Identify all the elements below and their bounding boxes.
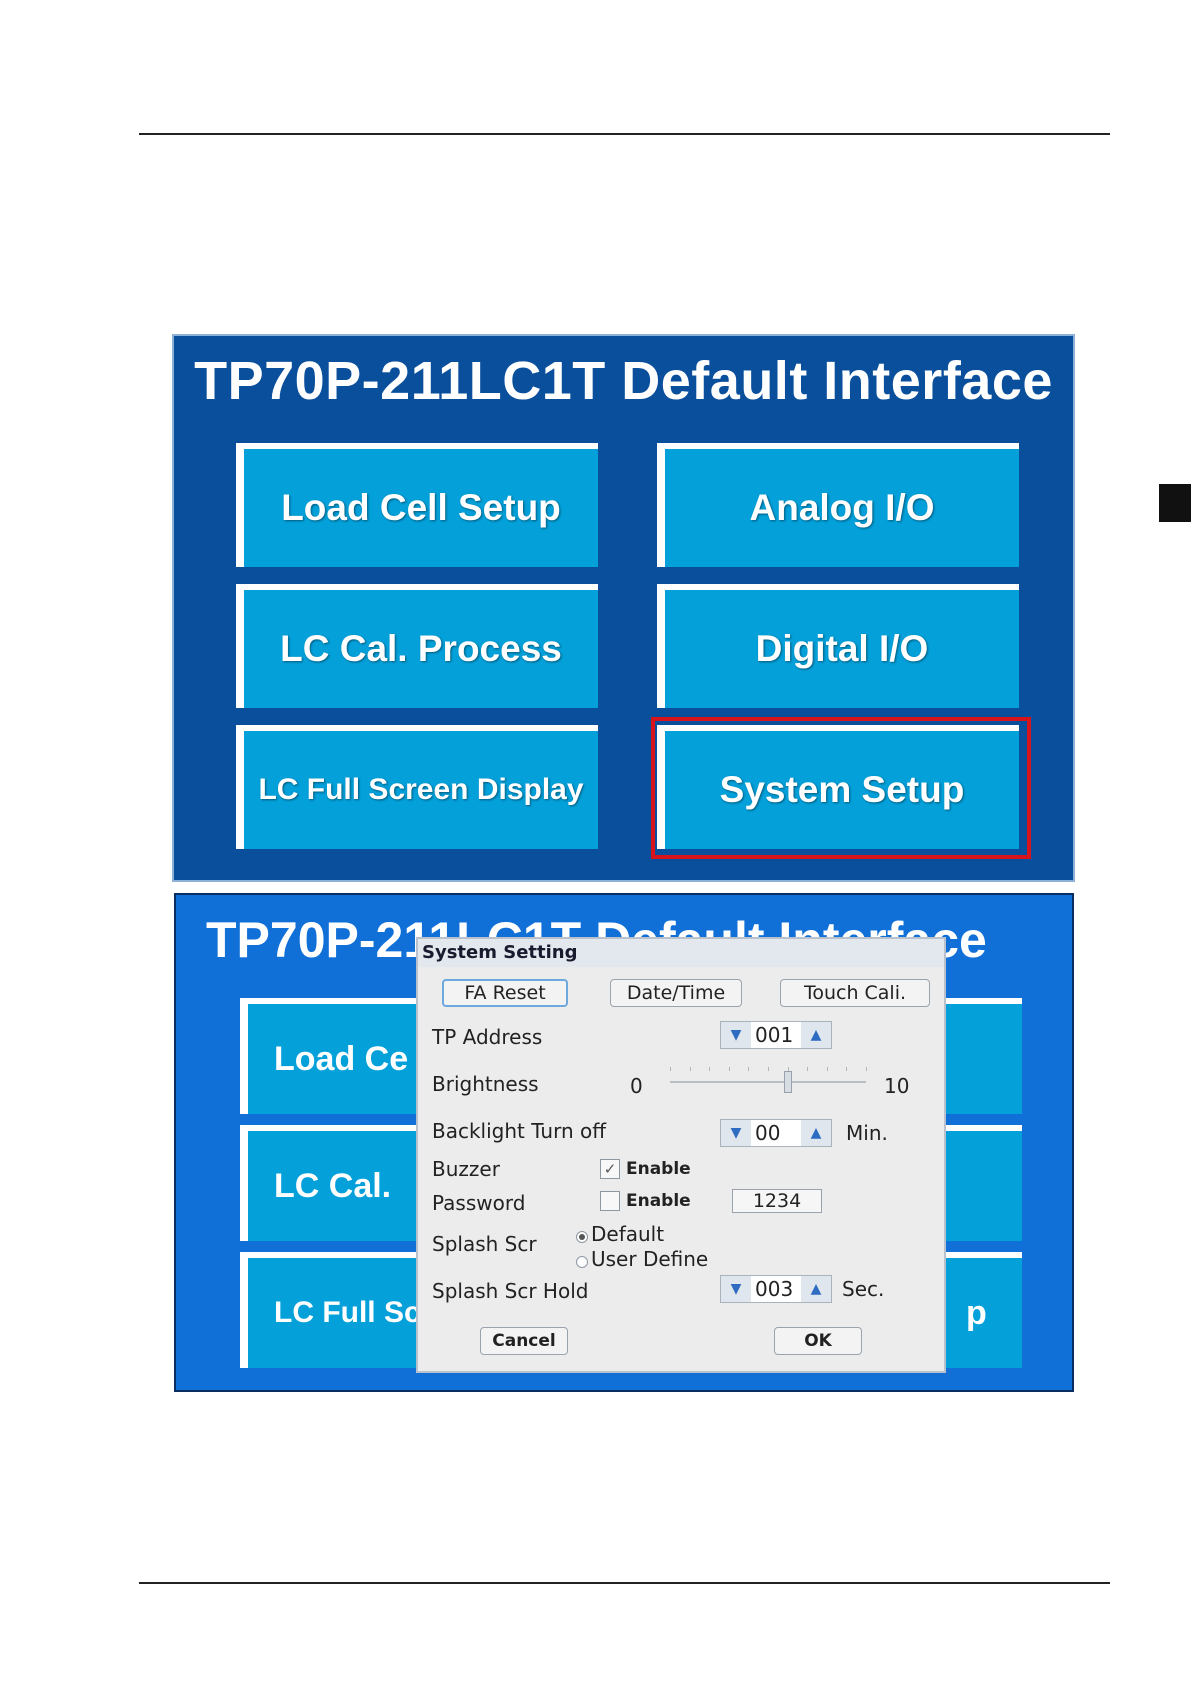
backlight-spinner[interactable]: ▼ 00 ▲: [720, 1119, 832, 1147]
splash-hold-label: Splash Scr Hold: [432, 1279, 589, 1303]
slider-thumb[interactable]: [783, 1071, 792, 1093]
button-label: Cancel: [492, 1331, 556, 1351]
slider-tick: [689, 1067, 691, 1071]
touch-cali-button[interactable]: Touch Cali.: [780, 979, 930, 1007]
button-label: LC Full Screen Display: [258, 773, 584, 806]
spinner-value: 003: [755, 1277, 794, 1301]
brightness-slider[interactable]: [670, 1061, 867, 1101]
thumb-tab-marker: [1159, 484, 1191, 522]
increment-icon[interactable]: ▲: [801, 1120, 831, 1146]
button-label: OK: [804, 1331, 832, 1351]
dialog-title: System Setting: [418, 939, 944, 967]
slider-tick: [709, 1067, 711, 1071]
slider-tick: [807, 1067, 809, 1071]
highlight-box: [651, 717, 1031, 859]
slider-tick: [787, 1067, 789, 1071]
button-label: Digital I/O: [755, 628, 929, 669]
password-field[interactable]: 1234: [732, 1189, 822, 1213]
button-label: LC Cal. Process: [280, 628, 562, 669]
buzzer-checkbox[interactable]: ✓: [600, 1159, 620, 1179]
button-label: Load Cell Setup: [281, 487, 561, 528]
backlight-unit: Min.: [846, 1121, 888, 1145]
buzzer-enable-label: Enable: [626, 1159, 691, 1179]
digital-io-button[interactable]: Digital I/O: [657, 584, 1019, 708]
slider-tick: [846, 1067, 848, 1071]
slider-track: [670, 1081, 866, 1083]
password-checkbox[interactable]: [600, 1191, 620, 1211]
splash-user-define-label: User Define: [591, 1247, 709, 1271]
date-time-button[interactable]: Date/Time: [610, 979, 742, 1007]
splash-scr-label: Splash Scr: [432, 1232, 537, 1256]
system-setting-dialog: System Setting FA Reset Date/Time Touch …: [416, 937, 946, 1373]
button-label: System Setup: [719, 769, 965, 810]
decrement-icon[interactable]: ▼: [721, 1276, 751, 1302]
button-label: FA Reset: [464, 982, 546, 1004]
brightness-max: 10: [884, 1074, 910, 1098]
spinner-value: 001: [755, 1023, 794, 1047]
button-label: Analog I/O: [749, 487, 935, 528]
slider-tick: [728, 1067, 730, 1071]
lc-cal-process-button[interactable]: LC Cal. Process: [236, 584, 598, 708]
button-label: Date/Time: [626, 982, 726, 1004]
slider-tick: [748, 1067, 750, 1071]
splash-hold-spinner[interactable]: ▼ 003 ▲: [720, 1275, 832, 1303]
ok-button[interactable]: OK: [774, 1327, 862, 1355]
backlight-label: Backlight Turn off: [432, 1119, 607, 1143]
password-label: Password: [432, 1191, 526, 1215]
increment-icon[interactable]: ▲: [801, 1022, 831, 1048]
decrement-icon[interactable]: ▼: [721, 1022, 751, 1048]
lc-full-screen-display-button[interactable]: LC Full Screen Display: [236, 725, 598, 849]
load-cell-setup-button[interactable]: Load Cell Setup: [236, 443, 598, 567]
brightness-min: 0: [630, 1074, 643, 1098]
screen-title: TP70P-211LC1T Default Interface: [194, 351, 1053, 411]
button-label: LC Full Scr: [274, 1296, 433, 1329]
splash-default-radio[interactable]: [576, 1231, 588, 1243]
button-label: p: [966, 1293, 987, 1332]
analog-io-button[interactable]: Analog I/O: [657, 443, 1019, 567]
cancel-button[interactable]: Cancel: [480, 1327, 568, 1355]
slider-tick: [768, 1067, 769, 1071]
password-enable-label: Enable: [626, 1191, 691, 1211]
button-label: LC Cal.: [274, 1166, 392, 1205]
increment-icon[interactable]: ▲: [801, 1276, 831, 1302]
tp-address-spinner[interactable]: ▼ 001 ▲: [720, 1021, 832, 1049]
brightness-label: Brightness: [432, 1072, 539, 1096]
footer-rule: [139, 1582, 1110, 1584]
header-rule: [139, 133, 1110, 135]
button-label: Load Ce: [274, 1039, 409, 1078]
slider-tick: [866, 1067, 867, 1071]
splash-user-define-radio[interactable]: [576, 1256, 588, 1268]
decrement-icon[interactable]: ▼: [721, 1120, 751, 1146]
splash-hold-unit: Sec.: [842, 1277, 885, 1301]
system-setup-button[interactable]: System Setup: [657, 725, 1019, 849]
buzzer-label: Buzzer: [432, 1157, 500, 1181]
tp-address-label: TP Address: [432, 1025, 543, 1049]
fa-reset-button[interactable]: FA Reset: [442, 979, 568, 1007]
spinner-value: 00: [755, 1121, 781, 1145]
splash-default-label: Default: [591, 1222, 665, 1246]
slider-tick: [670, 1067, 671, 1071]
slider-tick: [826, 1067, 828, 1071]
button-label: Touch Cali.: [803, 982, 907, 1004]
